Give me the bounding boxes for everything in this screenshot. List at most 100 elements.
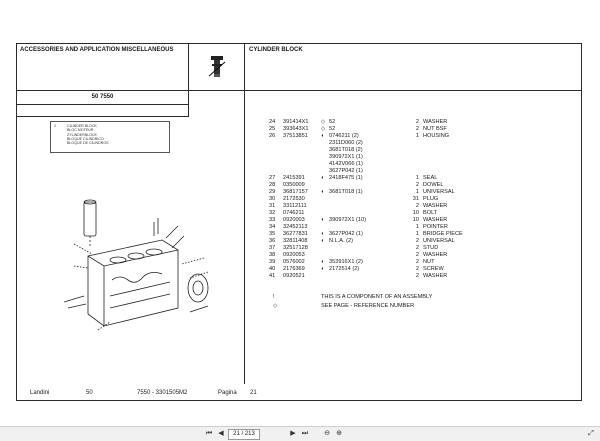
half-circle-icon: ◐ [321,133,325,139]
part-symbol [317,154,329,161]
section-title: ACCESSORIES AND APPLICATION MISCELLANEOU… [17,44,189,90]
footer-page-label: Pagina [218,390,237,396]
part-description: DOWEL [423,182,444,188]
part-ref-number: 32 [269,210,276,216]
part-ref-number: 31 [269,203,276,209]
part-description: PLUG [423,196,439,202]
part-symbol [317,147,329,154]
part-quantity: 31 [412,196,419,202]
part-symbol [317,245,329,252]
caption-line: BLOC MOTEUR [67,128,94,133]
part-number: 2172530 [283,196,305,202]
caption-line: ZYLINDERBLOCK [67,132,97,137]
part-reference: 52 [329,126,336,132]
part-reference [329,245,411,252]
part-quantity: 10 [412,210,419,216]
part-quantity [411,168,423,175]
part-ref-number: 40 [269,266,276,272]
part-ref-number [269,147,283,154]
first-page-icon[interactable]: ⏮ [205,430,213,437]
footer-section: 50 [86,390,93,396]
part-quantity: 2 [415,266,419,272]
part-number [283,154,317,161]
part-description: WASHER [423,273,448,279]
part-number: 37513851 [283,133,308,139]
half-circle-icon: ◐ [321,175,325,181]
part-reference: 0746211 (2) [329,133,359,139]
page-input[interactable]: 21 / 213 [228,429,260,440]
footer-doc: 7550 - 3301505M2 [137,390,188,396]
part-number: 0920053 [283,252,305,258]
part-number: 0920003 [283,217,305,223]
page-title: CYLINDER BLOCK [249,47,303,53]
caption-line: BLOQUE DE CILINDROS [67,141,109,146]
parts-row: 2311D060 (2) [269,140,463,147]
parts-row: 4142V066 (1) [269,161,463,168]
legend-text: SEE PAGE - REFERENCE NUMBER [321,303,415,309]
zoom-out-icon[interactable]: ⊖ [324,430,330,437]
part-symbol [317,140,329,147]
part-description: UNIVERSAL [423,189,455,195]
last-page-icon[interactable]: ⏭ [301,430,309,437]
caption-line: BLOQUE CILINDRICO [67,136,104,141]
part-quantity [411,161,423,168]
part-reference: 3681T018 (2) [329,147,363,153]
part-quantity: 1 [415,133,419,139]
part-description: BOLT [423,210,438,216]
part-number: 36817157 [283,189,308,195]
part-symbol [317,161,329,168]
part-reference [329,210,411,217]
part-reference: 353916X1 (2) [329,259,363,265]
part-quantity: 2 [415,126,419,132]
part-number: 393643X1 [283,126,309,132]
part-quantity: 2 [415,273,419,279]
part-symbol [317,210,329,217]
part-reference: 4142V066 (1) [329,161,363,167]
part-description: SCREW [423,266,444,272]
part-reference [329,196,411,203]
part-reference [329,182,411,189]
part-number: 391414X1 [283,119,309,125]
part-ref-number: 37 [269,245,276,251]
part-reference [329,273,411,280]
part-quantity: 1 [415,231,419,237]
part-reference: 3627P042 (1) [329,231,363,237]
part-ref-number: 35 [269,231,276,237]
part-ref-number: 28 [269,182,276,188]
part-reference: 2418F475 (1) [329,175,363,181]
part-ref-number: 39 [269,259,276,265]
see-page-icon: ◇ [320,126,326,132]
part-reference [329,203,411,210]
part-number [283,161,317,168]
caption-line: CILINDER BLOCK [67,124,97,128]
part-reference: 3627P042 (1) [329,168,363,174]
zoom-in-icon[interactable]: ⊕ [336,430,342,437]
part-quantity [411,154,423,161]
next-page-icon[interactable]: ▶ [290,430,296,437]
prev-page-icon[interactable]: ◀ [218,430,224,437]
part-description [423,147,463,154]
part-description: WASHER [423,203,448,209]
part-ref-number: 30 [269,196,276,202]
section-code: 50 7550 [17,90,189,105]
part-quantity: 10 [412,217,419,223]
part-number: 33112111 [283,203,307,209]
part-quantity: 1 [415,175,419,181]
part-ref-number: 38 [269,252,276,258]
part-description: NUT [423,259,435,265]
part-quantity [411,140,423,147]
expand-icon[interactable]: ⤢ [588,430,594,437]
part-number: 0576002 [283,259,305,265]
half-circle-icon: ◐ [321,238,325,244]
part-ref-number [269,161,283,168]
